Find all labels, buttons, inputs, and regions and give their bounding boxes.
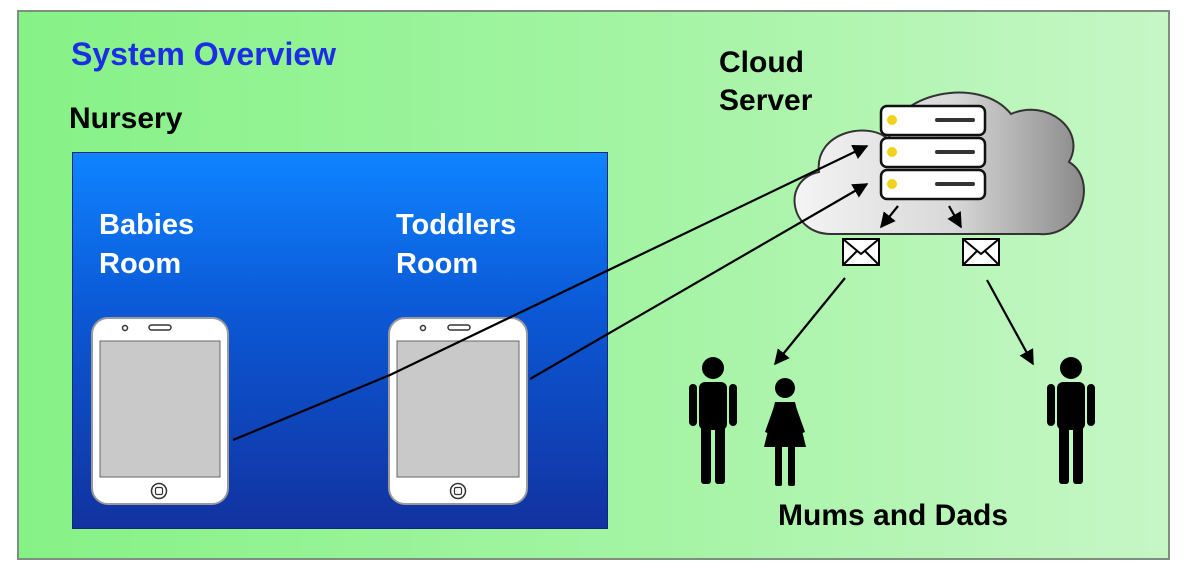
server-icon bbox=[879, 104, 987, 201]
babies-room-label: Babies Room bbox=[99, 209, 195, 280]
slide: System Overview Nursery Babies Room Todd… bbox=[17, 10, 1170, 560]
tablet-icon bbox=[388, 317, 528, 505]
man-icon bbox=[689, 357, 737, 484]
page-title: System Overview bbox=[71, 36, 337, 72]
nursery-label: Nursery bbox=[69, 102, 183, 135]
diagram-art bbox=[91, 91, 1095, 505]
toddlers-room-label: Toddlers Room bbox=[396, 209, 517, 280]
connection-arrows bbox=[232, 145, 1034, 442]
man-icon bbox=[1047, 357, 1095, 484]
woman-icon bbox=[764, 378, 806, 486]
envelope-icon bbox=[962, 238, 1000, 266]
parents-label: Mums and Dads bbox=[778, 499, 1009, 532]
cloud-server-label: Cloud Server bbox=[719, 46, 813, 117]
envelope-icon bbox=[842, 238, 880, 266]
tablet-icon bbox=[91, 317, 229, 505]
